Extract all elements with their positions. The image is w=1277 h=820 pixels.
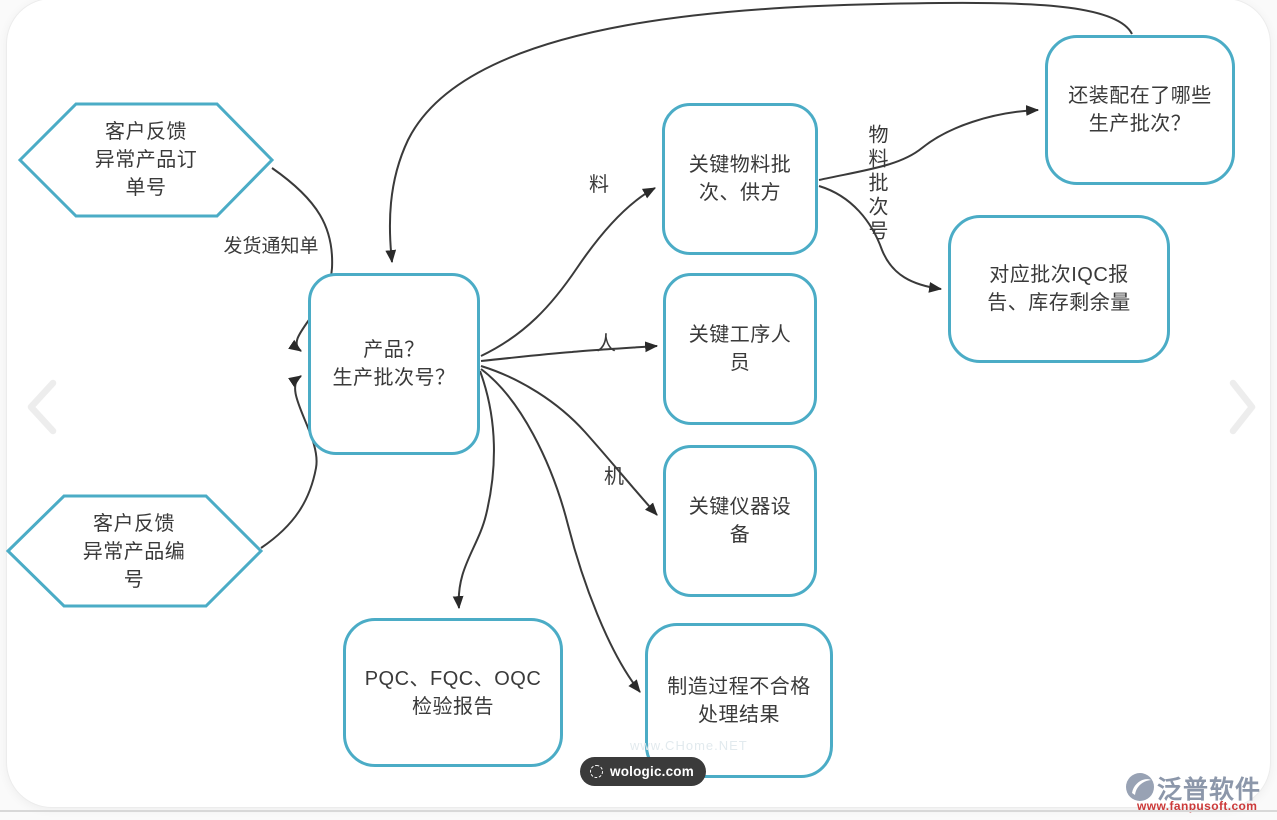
hexagon-customer-product-shape xyxy=(5,494,264,608)
node-customer-order-feedback: 客户反馈 异常产品订 单号 xyxy=(58,118,234,202)
edge-center-to-material xyxy=(480,187,656,357)
node-label: 产品？ 生产批次号？ xyxy=(332,339,456,389)
edge-label-person: 人 xyxy=(596,333,616,355)
node-label: 还装配在了哪些 生产批次？ xyxy=(1068,85,1212,135)
chevron-left-icon[interactable] xyxy=(27,379,57,435)
brand-name: 泛普软件 xyxy=(1157,776,1262,804)
node-nonconforming-handling-result: 制造过程不合格 处理结果 xyxy=(645,623,833,778)
node-label: 关键仪器设 备 xyxy=(688,496,792,546)
watermark-text: www.CHome.NET xyxy=(630,738,748,753)
edge-assembled-to-center xyxy=(385,1,1133,264)
node-label: 关键物料批 次、供方 xyxy=(688,154,792,204)
wologic-badge-label: wologic.com xyxy=(610,764,694,779)
node-label: 关键工序人 员 xyxy=(688,324,792,374)
node-product-batch-question: 产品？ 生产批次号？ xyxy=(308,273,480,455)
edge-label-material: 料 xyxy=(589,174,609,196)
edge-product-hex-to-center xyxy=(260,375,318,549)
brand-logo: 泛普软件 www.fanpusoft.com xyxy=(1123,770,1273,816)
globe-icon xyxy=(590,765,603,778)
edge-material-to-iqc xyxy=(818,185,943,293)
chevron-right-icon[interactable] xyxy=(1229,379,1256,435)
edge-center-to-pqc xyxy=(452,370,495,610)
node-label: PQC、FQC、OQC 检验报告 xyxy=(364,667,542,718)
node-label: 客户反馈 异常产品订 单号 xyxy=(94,121,198,199)
edge-material-to-assembled xyxy=(818,105,1040,181)
node-iqc-report-inventory: 对应批次IQC报 告、库存剩余量 xyxy=(948,215,1170,363)
brand-url[interactable]: www.fanpusoft.com xyxy=(1137,799,1258,813)
fanpu-logo-icon xyxy=(1126,773,1154,801)
edge-order-hex-to-center xyxy=(271,167,334,352)
edge-label-material-batch-no: 物料批次号 xyxy=(865,124,887,244)
node-key-process-personnel: 关键工序人 员 xyxy=(663,273,817,425)
node-customer-product-feedback: 客户反馈 异常产品编 号 xyxy=(46,510,222,594)
node-label: 制造过程不合格 处理结果 xyxy=(667,675,811,726)
edge-label-machine: 机 xyxy=(604,466,624,488)
node-assembled-in-which-batches: 还装配在了哪些 生产批次？ xyxy=(1045,35,1235,185)
hexagon-customer-order-shape xyxy=(17,102,275,218)
edge-center-to-equipment xyxy=(480,365,658,516)
edge-label-shipping-notice: 发货通知单 xyxy=(223,236,319,257)
node-key-instruments-equipment: 关键仪器设 备 xyxy=(663,445,817,597)
edge-center-to-personnel xyxy=(480,341,659,362)
edge-center-to-nonconforming xyxy=(480,368,641,693)
node-key-material-batch-supplier: 关键物料批 次、供方 xyxy=(662,103,818,255)
page-bottom-divider xyxy=(0,810,1277,812)
node-label: 对应批次IQC报 告、库存剩余量 xyxy=(987,264,1131,314)
node-label: 客户反馈 异常产品编 号 xyxy=(82,513,186,591)
node-pqc-fqc-oqc-reports: PQC、FQC、OQC 检验报告 xyxy=(343,618,563,767)
wologic-badge[interactable]: wologic.com xyxy=(580,757,706,786)
